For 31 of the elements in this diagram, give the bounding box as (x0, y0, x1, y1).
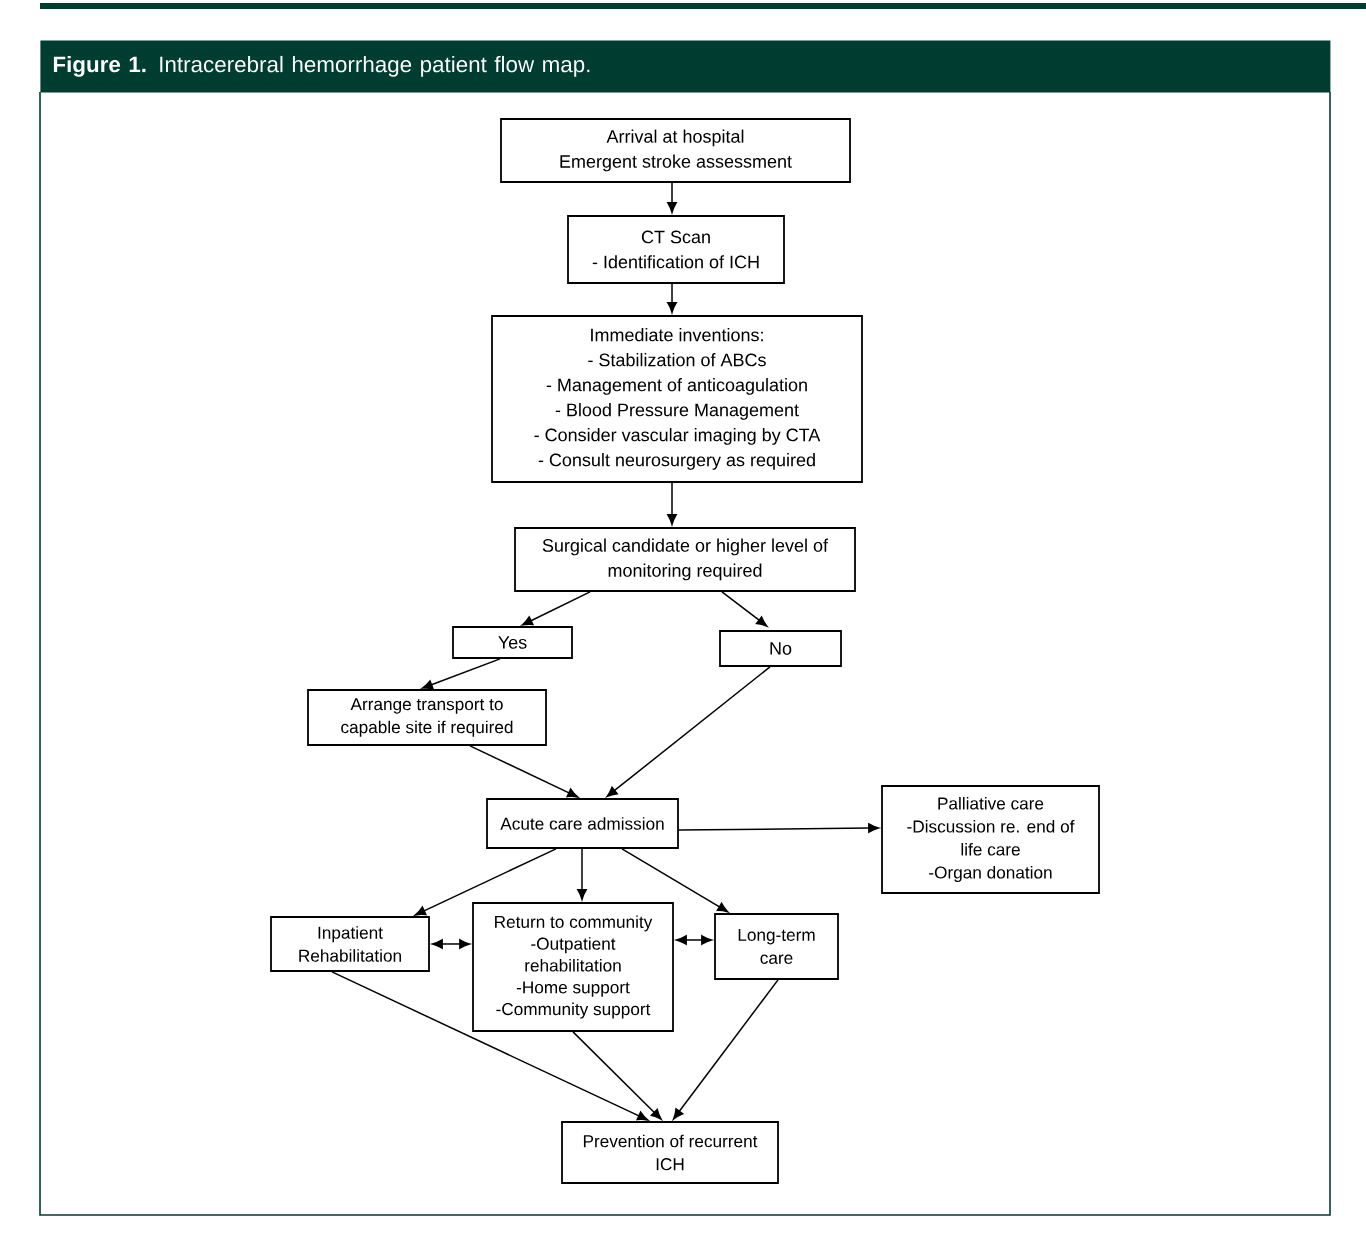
arrow (721, 591, 768, 627)
process-box: Arrival at hospital Emergent stroke assessment (500, 118, 851, 183)
process-box: Immediate inventions: - Stabilization of ABCs - Management of anticoagulation - Blood Pressure Management - Consider vascular imaging by CTA - Consult neurosurgery as required (491, 315, 863, 483)
arrow (469, 745, 579, 798)
title-bar: Figure 1. Intracerebral hemorrhage patient flow map. (40, 40, 1331, 93)
process-box: CT Scan - Identification of ICH (567, 215, 785, 284)
arrow (672, 979, 779, 1120)
arrow (577, 848, 587, 901)
process-box: Arrange transport to capable site if required (307, 689, 547, 746)
arrow (606, 666, 771, 798)
arrow (675, 935, 713, 945)
process-box: Surgical candidate or higher level of monitoring required (514, 527, 856, 592)
arrow (667, 283, 677, 314)
arrow (621, 848, 729, 913)
process-box: No (719, 630, 842, 667)
process-box: Yes (452, 626, 573, 659)
arrow (678, 823, 880, 833)
process-box: Prevention of recurrent ICH (561, 1121, 779, 1184)
arrow (421, 658, 501, 690)
process-box: Palliative care -Discussion re. end of life care -Organ donation (881, 785, 1100, 894)
arrow (667, 482, 677, 526)
process-box: Long-term care (714, 913, 839, 980)
arrow (431, 939, 471, 949)
arrow (667, 182, 677, 214)
arrow (331, 971, 649, 1121)
process-box: Acute care admission (486, 798, 679, 849)
process-box: Return to community -Outpatient rehabilitation -Home support -Community support (472, 902, 674, 1032)
arrow (572, 1031, 662, 1120)
arrow (414, 848, 557, 916)
arrow (521, 591, 591, 626)
process-box: Inpatient Rehabilitation (270, 916, 430, 972)
